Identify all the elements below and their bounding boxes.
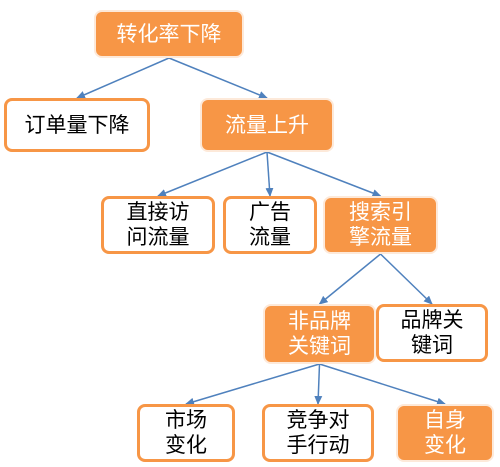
connector-nonbrand_keywords-to-self_change bbox=[319, 363, 446, 406]
connector-conversion_drop-to-traffic_rise bbox=[168, 57, 268, 99]
node-nonbrand-keywords: 非品牌 关键词 bbox=[263, 304, 376, 364]
node-search-traffic: 搜索引 擎流量 bbox=[323, 196, 438, 254]
node-direct-traffic: 直接访 问流量 bbox=[101, 196, 215, 254]
connector-search_traffic-to-nonbrand_keywords bbox=[318, 253, 381, 305]
connector-conversion_drop-to-order_drop bbox=[76, 57, 170, 99]
node-self-change: 自身 变化 bbox=[396, 404, 494, 462]
connector-traffic_rise-to-search_traffic bbox=[266, 151, 382, 197]
node-order-drop: 订单量下降 bbox=[4, 98, 150, 152]
connector-nonbrand_keywords-to-competitor_action bbox=[314, 363, 323, 405]
node-brand-keywords: 品牌关 键词 bbox=[376, 304, 488, 362]
node-competitor-action: 竞争对 手行动 bbox=[262, 404, 374, 462]
node-traffic-rise: 流量上升 bbox=[200, 98, 334, 152]
connector-traffic_rise-to-direct_traffic bbox=[157, 151, 268, 197]
connector-nonbrand_keywords-to-market_change bbox=[185, 363, 320, 406]
connector-traffic_rise-to-ad_traffic bbox=[265, 151, 274, 197]
connector-search_traffic-to-brand_keywords bbox=[379, 253, 433, 305]
node-market-change: 市场 变化 bbox=[137, 404, 235, 462]
node-ad-traffic: 广告 流量 bbox=[223, 196, 317, 254]
node-conversion-drop: 转化率下降 bbox=[94, 10, 244, 58]
